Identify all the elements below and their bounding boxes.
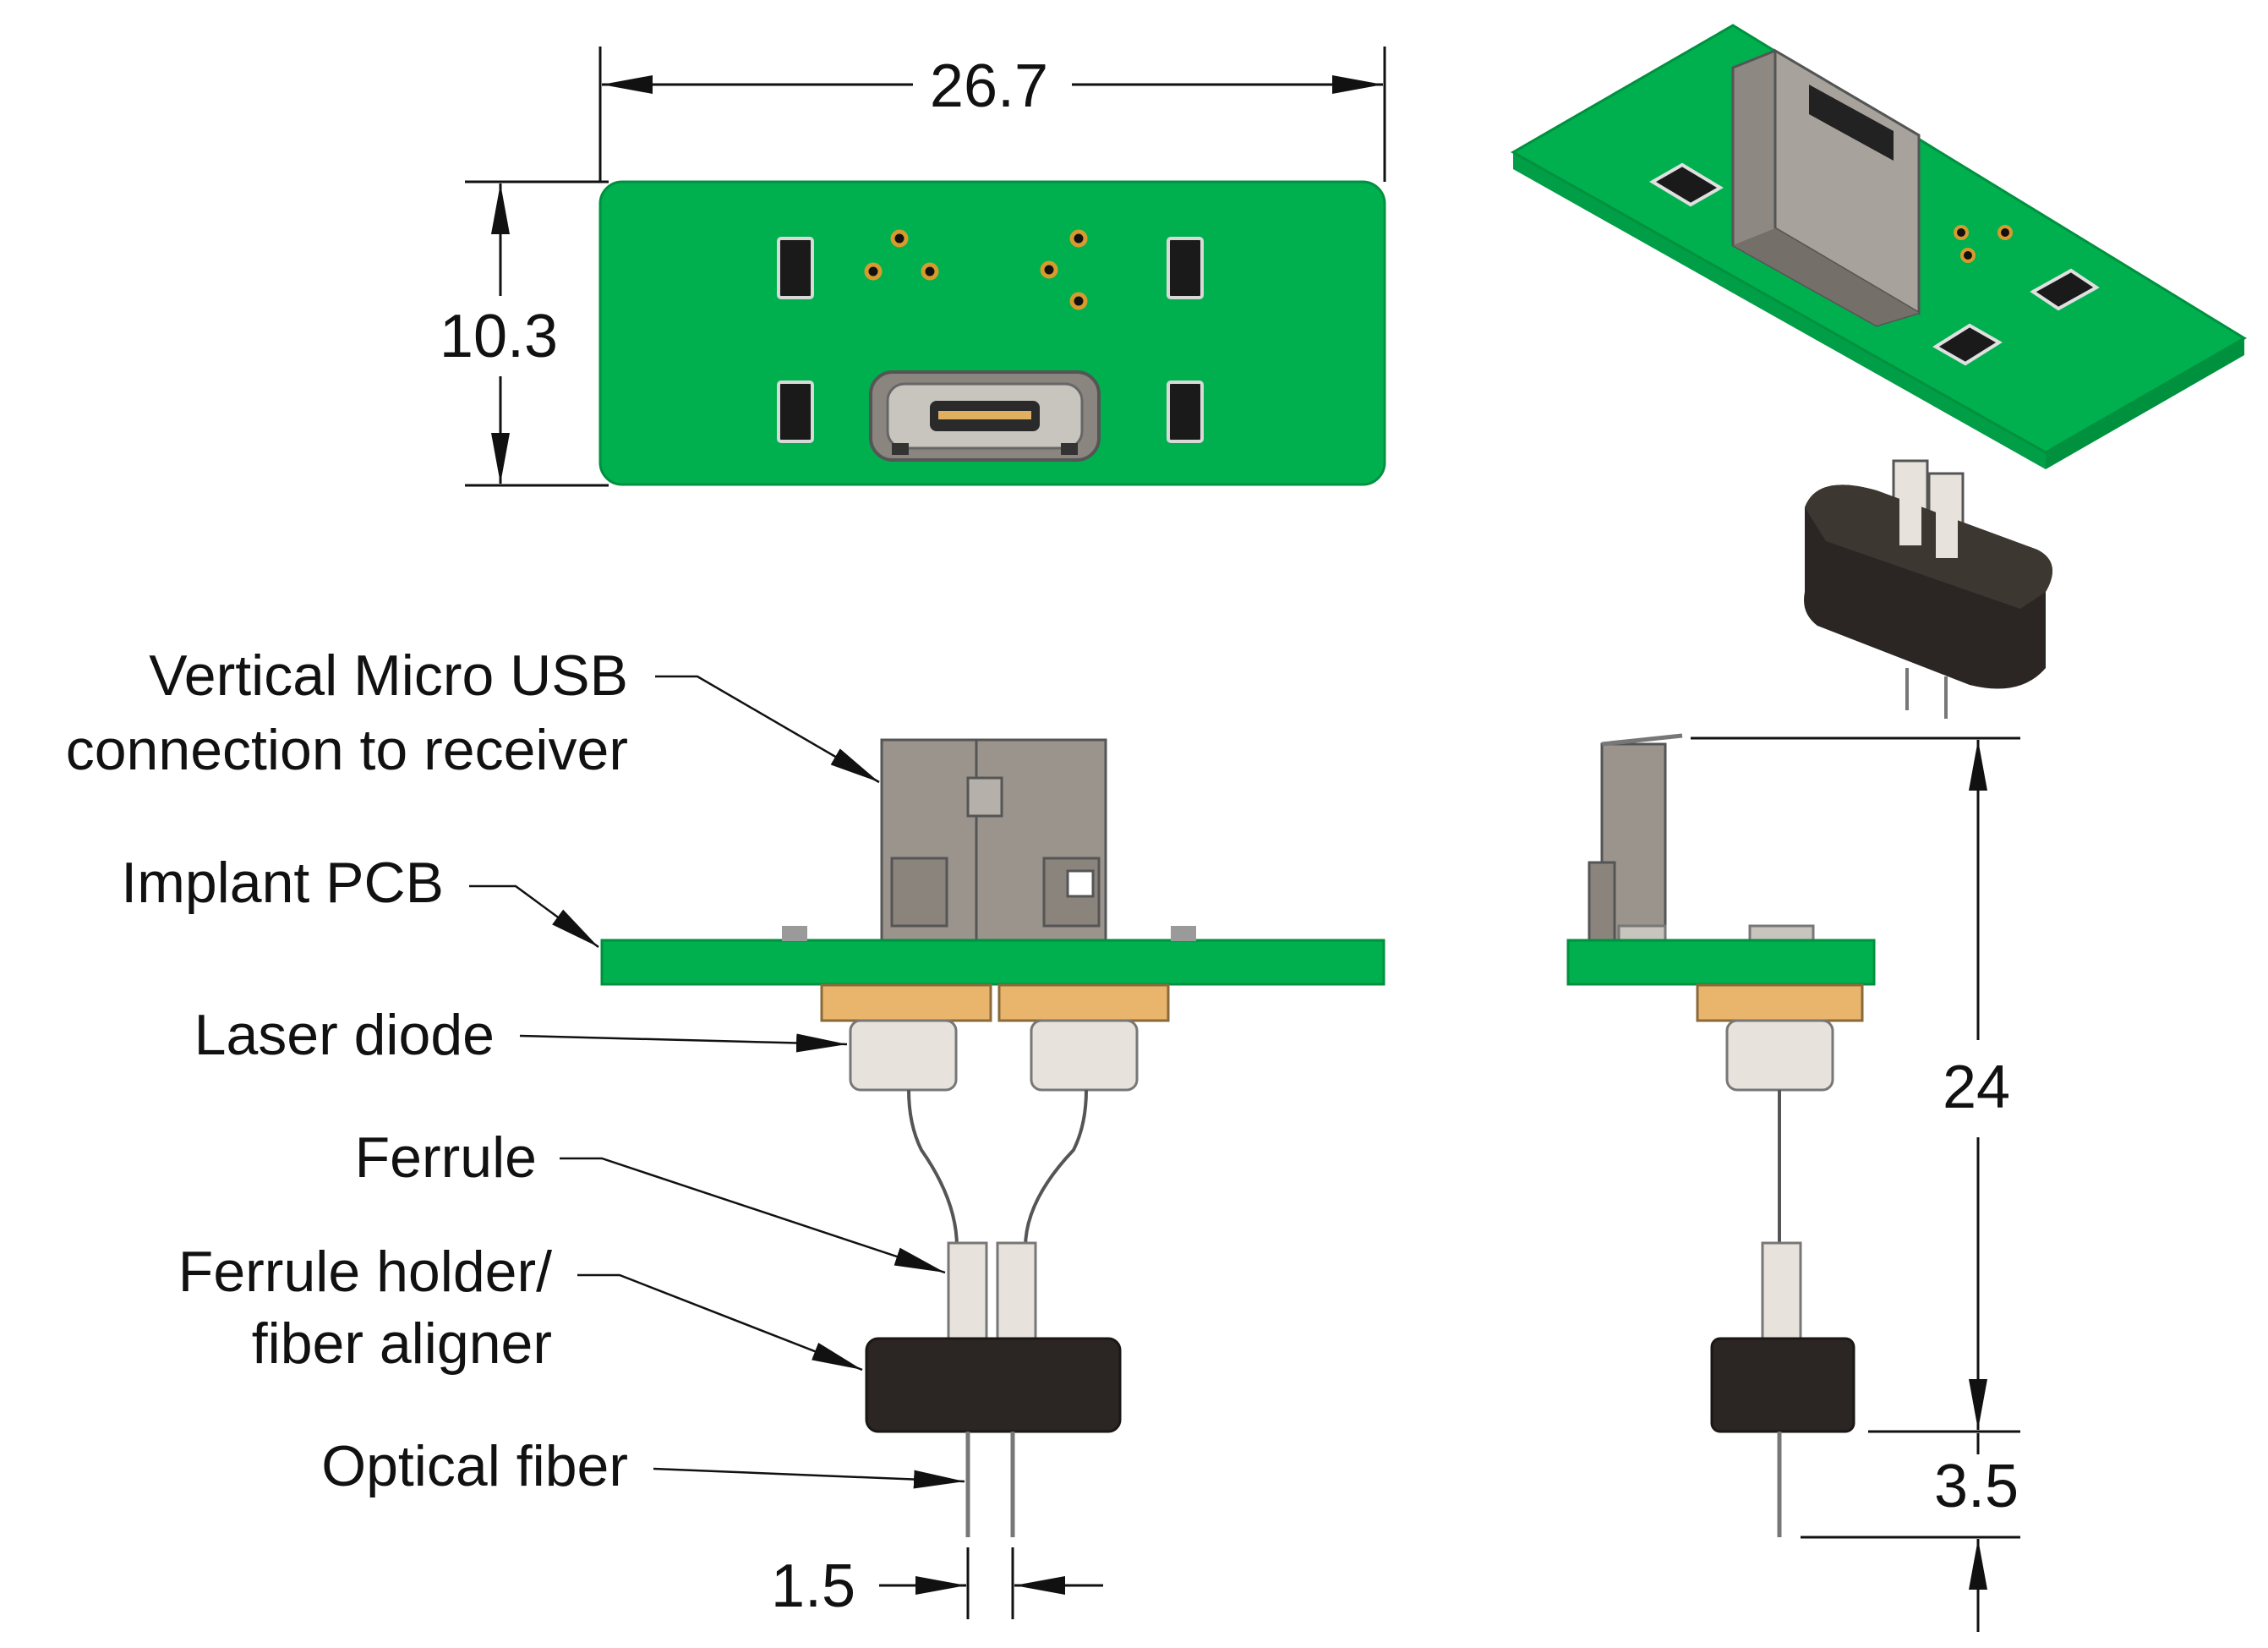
protrusion-dimension: 3.5 bbox=[1934, 1453, 2019, 1520]
callout-holder-line1: Ferrule holder/ bbox=[178, 1240, 552, 1304]
ferrule-holder-side bbox=[1710, 1337, 1855, 1433]
front-view: 1.5 bbox=[600, 738, 1385, 1620]
length-dimension: 24 bbox=[1943, 1054, 2010, 1121]
callout-laser: Laser diode bbox=[194, 1003, 495, 1067]
ferrule-left-front bbox=[947, 1241, 988, 1342]
laser-pads-top bbox=[864, 229, 1088, 310]
callout-usb-line1: Vertical Micro USB bbox=[149, 643, 628, 708]
ferrule-right-front bbox=[996, 1241, 1037, 1342]
smd-components-top bbox=[777, 237, 1204, 443]
width-dimension: 26.7 bbox=[930, 52, 1048, 120]
callout-fiber: Optical fiber bbox=[321, 1434, 628, 1498]
micro-usb-top bbox=[869, 370, 1101, 462]
leader-pcb bbox=[469, 884, 599, 949]
leader-holder bbox=[577, 1273, 863, 1372]
callout-usb-line2: connection to receiver bbox=[66, 718, 628, 782]
leader-fiber bbox=[653, 1467, 965, 1489]
leader-usb bbox=[655, 675, 880, 784]
callout-ferrule: Ferrule bbox=[355, 1125, 537, 1190]
callout-pcb: Implant PCB bbox=[121, 851, 444, 915]
pcb-side bbox=[1566, 939, 1876, 986]
laser-diodes-front bbox=[820, 983, 1170, 1092]
callouts: Vertical Micro USB connection to receive… bbox=[66, 643, 965, 1498]
side-view: 24 3.5 bbox=[1566, 733, 2020, 1632]
leader-laser bbox=[519, 1033, 848, 1053]
fiber-right-front bbox=[1024, 1089, 1088, 1248]
fiber-left-front bbox=[907, 1089, 959, 1248]
isometric-view bbox=[1510, 24, 2247, 719]
fiber-spacing-dimension: 1.5 bbox=[771, 1552, 855, 1620]
callout-holder-line2: fiber aligner bbox=[252, 1311, 552, 1376]
ferrule-holder-isometric bbox=[1804, 459, 2052, 719]
micro-usb-isometric bbox=[1731, 48, 1921, 327]
leader-ferrule bbox=[560, 1157, 946, 1274]
top-view: 26.7 10.3 bbox=[440, 47, 1386, 487]
ferrule-holder-front bbox=[865, 1337, 1122, 1433]
smd-components-isometric bbox=[1649, 162, 2100, 366]
pcb-front bbox=[600, 939, 1385, 986]
height-dimension: 10.3 bbox=[440, 303, 558, 370]
